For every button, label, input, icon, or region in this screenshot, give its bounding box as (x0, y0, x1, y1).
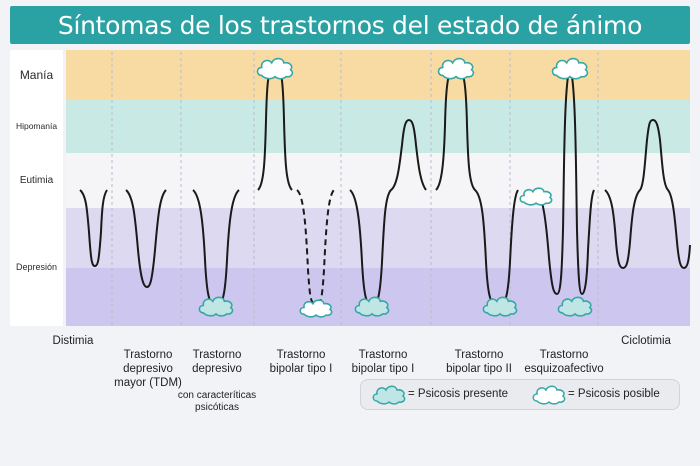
cloud-present-icon (372, 385, 406, 405)
cloud-possible-icon (299, 299, 333, 318)
column-label-bipolar-i-b: Trastorno bipolar tipo I (351, 349, 415, 375)
band-label-hipomania: Hipomanía (15, 121, 58, 131)
curve-ciclotimia (604, 118, 691, 270)
legend-possible-text: = Psicosis posible (568, 388, 660, 400)
band-depresion (66, 208, 690, 268)
band-hipomania (66, 99, 690, 153)
band-eutimia (66, 153, 690, 208)
column-label-esquizoafectivo: Trastorno esquizoafectivo (524, 349, 604, 375)
curve-bipolar-i (349, 118, 427, 307)
cloud-present-icon (198, 296, 234, 317)
band-label-column: Manía Hipomanía Eutimia Depresión (10, 50, 63, 326)
cloud-possible-icon (437, 57, 475, 80)
cloud-present-icon (354, 296, 390, 317)
title-banner: Síntomas de los trastornos del estado de… (10, 6, 690, 44)
column-dividers (111, 52, 599, 326)
legend: = Psicosis presente = Psicosis posible (360, 379, 680, 410)
column-label-distimia: Distimia (52, 335, 94, 347)
cloud-present-icon (557, 296, 593, 317)
page-title: Síntomas de los trastornos del estado de… (57, 10, 643, 40)
band-label-depresion: Depresión (15, 262, 58, 272)
curve-tdm (125, 189, 167, 289)
curve-bipolar-ii (435, 66, 519, 307)
band-mania (66, 50, 690, 99)
column-label-tdm-psicotico: Trastorno depresivo con caracteríticas p… (177, 349, 257, 413)
legend-present-text: = Psicosis presente (408, 388, 509, 400)
band-label-eutimia: Eutimia (19, 175, 54, 186)
column-label-tdm: Trastorno depresivo mayor (TDM) (114, 349, 182, 389)
mood-bands (66, 50, 690, 326)
column-label-bipolar-ii: Trastorno bipolar tipo II (446, 349, 512, 375)
cloud-present-icon (482, 296, 518, 317)
cloud-possible-icon (519, 187, 553, 206)
cloud-possible-icon (256, 57, 294, 80)
psychosis-markers (198, 57, 593, 318)
cloud-possible-icon (551, 57, 589, 80)
curve-distimia (79, 189, 108, 268)
cloud-possible-icon (532, 385, 566, 405)
column-sublabel-psicoticas: con caracteríticas psicóticas (177, 390, 257, 413)
column-label-ciclotimia: Ciclotimia (621, 335, 671, 347)
column-label-bipolar-i-a: Trastorno bipolar tipo I (269, 349, 333, 375)
curve-bipolar-i-depression-possible (296, 189, 335, 306)
band-label-mania: Manía (19, 67, 54, 82)
mood-curves (79, 65, 691, 307)
